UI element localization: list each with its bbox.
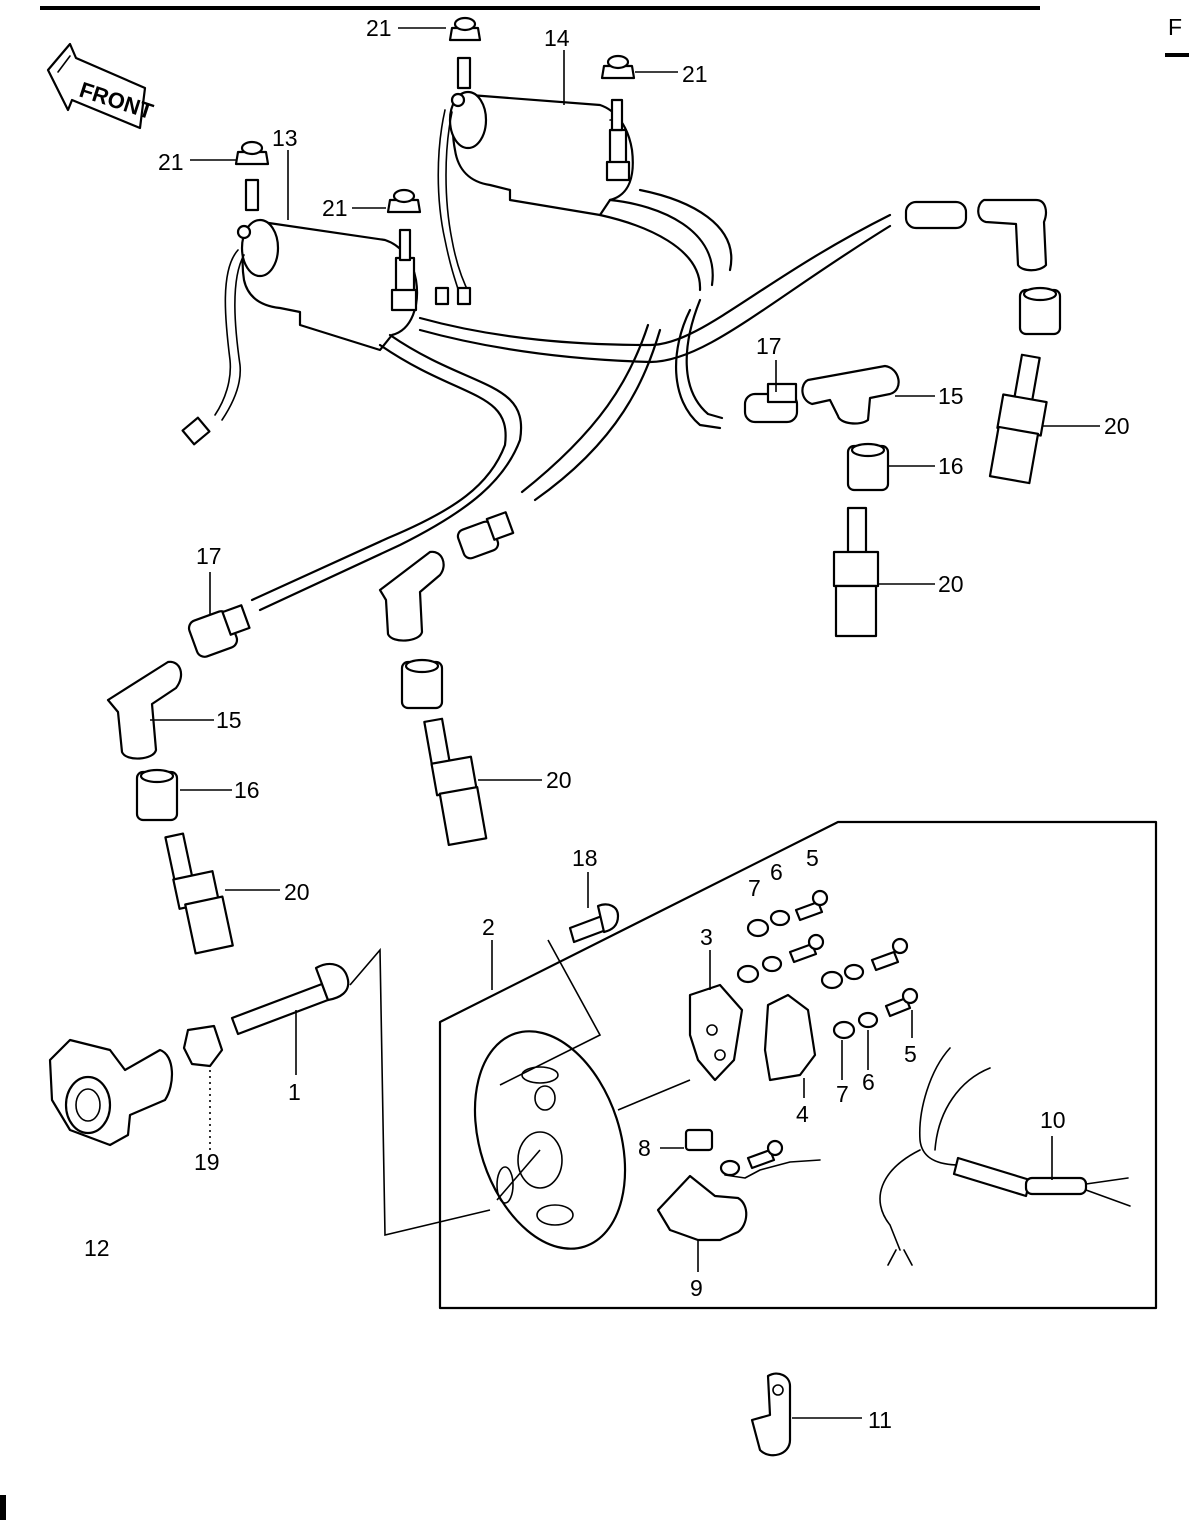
callout-5b: 5	[904, 1041, 917, 1067]
callout-7b: 7	[836, 1081, 849, 1107]
callout-12: 12	[84, 1235, 110, 1261]
callout-21a: 21	[366, 15, 392, 41]
nut-21-a	[448, 16, 482, 42]
ignition-coil-14	[448, 56, 634, 217]
callout-15b: 15	[216, 707, 242, 733]
callout-16a: 16	[938, 453, 964, 479]
callout-9: 9	[690, 1275, 703, 1301]
callout-20c: 20	[546, 767, 572, 793]
screw-18	[568, 903, 620, 944]
breaker-plate-2	[473, 1030, 627, 1250]
header-fragment: F	[1168, 14, 1182, 40]
contact-breaker-4	[763, 993, 817, 1082]
callout-7a: 7	[748, 875, 761, 901]
spark-plug-cap-15-rear	[977, 198, 1048, 272]
felt-8	[684, 1128, 714, 1152]
spark-plug-boot-16-rear	[1018, 286, 1062, 336]
contact-breaker-group-box	[438, 820, 1158, 1310]
callout-18: 18	[572, 845, 598, 871]
callout-16b: 16	[234, 777, 260, 803]
seal-17-center	[456, 511, 515, 560]
nut-21-b	[600, 54, 636, 80]
callout-10: 10	[1040, 1107, 1066, 1133]
callout-20b: 20	[938, 571, 964, 597]
callout-21c: 21	[158, 149, 184, 175]
callout-13: 13	[272, 125, 298, 151]
callout-20d: 20	[284, 879, 310, 905]
spark-plug-20-left	[164, 832, 234, 955]
spark-plug-boot-16-center	[400, 658, 444, 710]
callout-6a: 6	[770, 859, 783, 885]
callout-8: 8	[638, 1135, 651, 1161]
callout-2: 2	[482, 914, 495, 940]
callout-1: 1	[288, 1079, 301, 1105]
callout-15a: 15	[938, 383, 964, 409]
callout-20a: 20	[1104, 413, 1130, 439]
callout-11: 11	[868, 1407, 892, 1433]
callout-3: 3	[700, 924, 713, 950]
callout-17b: 17	[196, 543, 222, 569]
callout-21b: 21	[682, 61, 708, 87]
spark-plug-cap-15-left	[106, 660, 183, 760]
washer-19	[182, 1024, 224, 1068]
ignition-coil-13	[236, 178, 418, 352]
nut-21-c	[234, 140, 270, 166]
contact-breaker-3	[688, 983, 744, 1082]
coil-primary-wires	[181, 109, 472, 446]
callout-6b: 6	[862, 1069, 875, 1095]
spark-plug-20-rear	[988, 353, 1048, 485]
callout-17a: 17	[756, 333, 782, 359]
washers-6-7	[719, 909, 879, 1177]
spark-plug-cap-15-center	[378, 550, 445, 642]
clamp-11	[750, 1372, 792, 1457]
spark-plug-cap-15-right	[801, 364, 900, 425]
seal-17-right	[743, 382, 799, 424]
callout-5a: 5	[806, 845, 819, 871]
callout-leaders	[150, 27, 1100, 1419]
callout-19: 19	[194, 1149, 220, 1175]
spark-plug-20-right	[832, 506, 880, 638]
lead-wire-10	[879, 1047, 1131, 1266]
bolt-1	[230, 962, 350, 1036]
callout-14: 14	[544, 25, 570, 51]
front-arrow-icon: FRONT	[46, 42, 157, 130]
timing-advancer-12	[48, 1038, 173, 1147]
corner-mark	[0, 1495, 6, 1520]
high-tension-leads	[250, 188, 892, 612]
condenser-9	[656, 1159, 821, 1242]
spark-plug-20-center	[423, 717, 488, 847]
spark-plug-boot-16-right	[846, 442, 890, 492]
callout-4: 4	[796, 1101, 809, 1127]
seal-17-left	[187, 604, 251, 658]
seal-17-rear	[904, 200, 968, 230]
callout-numbers: 1 2 3 4 5 5 6 6 7 7 8 9 10 11 12 13 14 1…	[84, 15, 1130, 1433]
spark-plug-boot-16-left	[135, 768, 179, 822]
screws-5	[746, 889, 919, 1170]
nut-21-d	[386, 188, 422, 214]
callout-21d: 21	[322, 195, 348, 221]
